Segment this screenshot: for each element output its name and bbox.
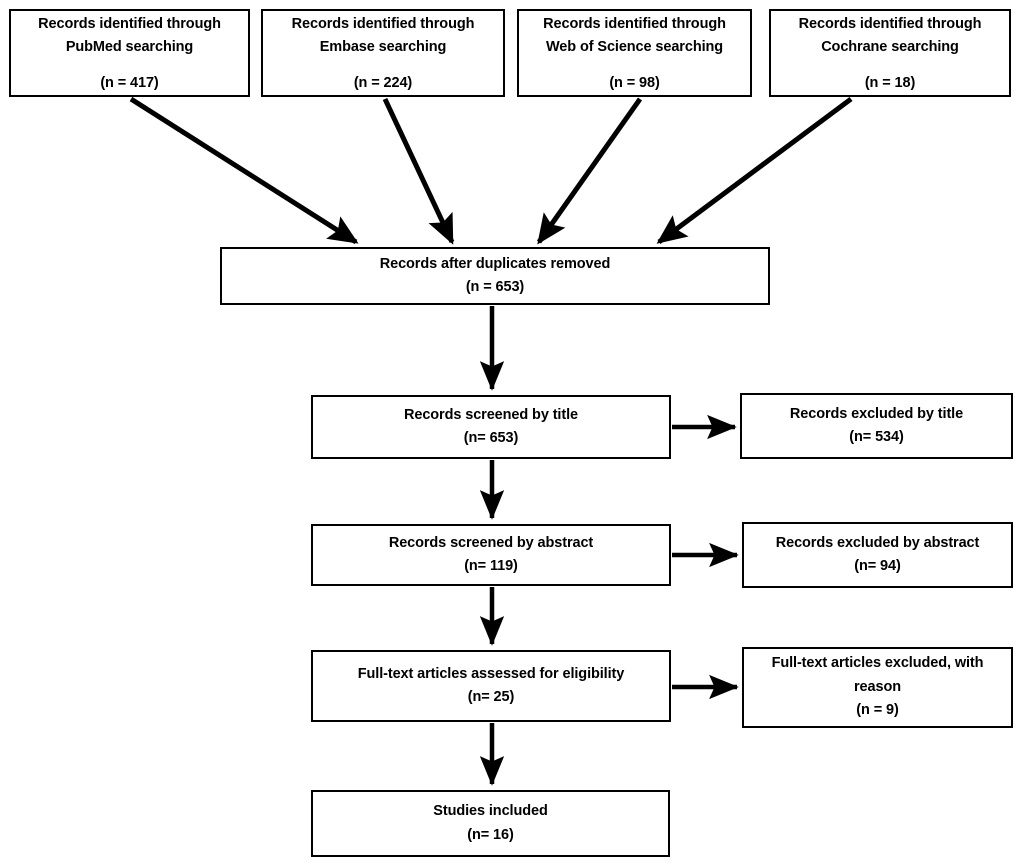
- node-records-identified-web-of-science: Records identified through Web of Scienc…: [517, 9, 752, 97]
- node-line-1: Records excluded by abstract: [775, 534, 980, 551]
- node-line-1: Records identified through: [798, 15, 982, 32]
- node-line-1: Full-text articles excluded, with: [771, 655, 984, 672]
- node-records-identified-cochrane: Records identified through Cochrane sear…: [769, 9, 1011, 97]
- node-fulltext-articles-assessed: Full-text articles assessed for eligibil…: [311, 650, 671, 722]
- node-count: (n= 653): [463, 430, 519, 446]
- edge-cochrane-to-dedup: [656, 96, 853, 245]
- node-line-1: Records identified through: [543, 15, 726, 32]
- node-line-1: Studies included: [433, 803, 548, 820]
- node-count: (n= 534): [849, 429, 904, 445]
- node-records-screened-by-title: Records screened by title (n= 653): [311, 395, 671, 459]
- node-count: (n = 18): [864, 74, 916, 91]
- node-line-2: Embase searching: [319, 39, 447, 56]
- node-line-1: Full-text articles assessed for eligibil…: [357, 665, 625, 682]
- node-line-2: PubMed searching: [65, 39, 194, 56]
- node-line-1: Records identified through: [291, 15, 475, 32]
- node-line-1: Records screened by abstract: [388, 534, 594, 551]
- edge-pubmed-to-dedup: [129, 96, 359, 245]
- node-count: (n = 653): [465, 279, 525, 295]
- node-count: (n = 417): [100, 74, 159, 91]
- node-line-1: Records identified through: [38, 15, 221, 32]
- node-line-1: Records screened by title: [404, 406, 578, 423]
- node-studies-included: Studies included (n= 16): [311, 790, 670, 857]
- node-records-identified-pubmed: Records identified through PubMed search…: [9, 9, 250, 97]
- node-line-1: Records excluded by title: [789, 405, 964, 422]
- node-line-2: Web of Science searching: [545, 39, 724, 56]
- node-count: (n = 224): [353, 74, 413, 91]
- node-records-identified-embase: Records identified through Embase search…: [261, 9, 505, 97]
- node-count: (n= 94): [854, 558, 901, 574]
- node-records-excluded-by-abstract: Records excluded by abstract (n= 94): [742, 522, 1013, 588]
- node-count: (n= 16): [467, 826, 514, 843]
- node-records-excluded-by-title: Records excluded by title (n= 534): [740, 393, 1013, 459]
- node-fulltext-articles-excluded: Full-text articles excluded, with reason…: [742, 647, 1013, 728]
- edge-wos-to-dedup: [536, 97, 643, 245]
- node-records-screened-by-abstract: Records screened by abstract (n= 119): [311, 524, 671, 586]
- node-line-2: Cochrane searching: [821, 39, 959, 56]
- node-count: (n = 98): [609, 74, 660, 91]
- node-records-after-duplicates-removed: Records after duplicates removed (n = 65…: [220, 247, 770, 305]
- node-line-1: Records after duplicates removed: [379, 255, 611, 272]
- node-count: (n = 9): [856, 702, 899, 719]
- node-count: (n= 25): [467, 689, 515, 705]
- node-line-2: reason: [854, 678, 901, 695]
- node-count: (n= 119): [464, 558, 518, 574]
- edge-embase-to-dedup: [382, 97, 455, 245]
